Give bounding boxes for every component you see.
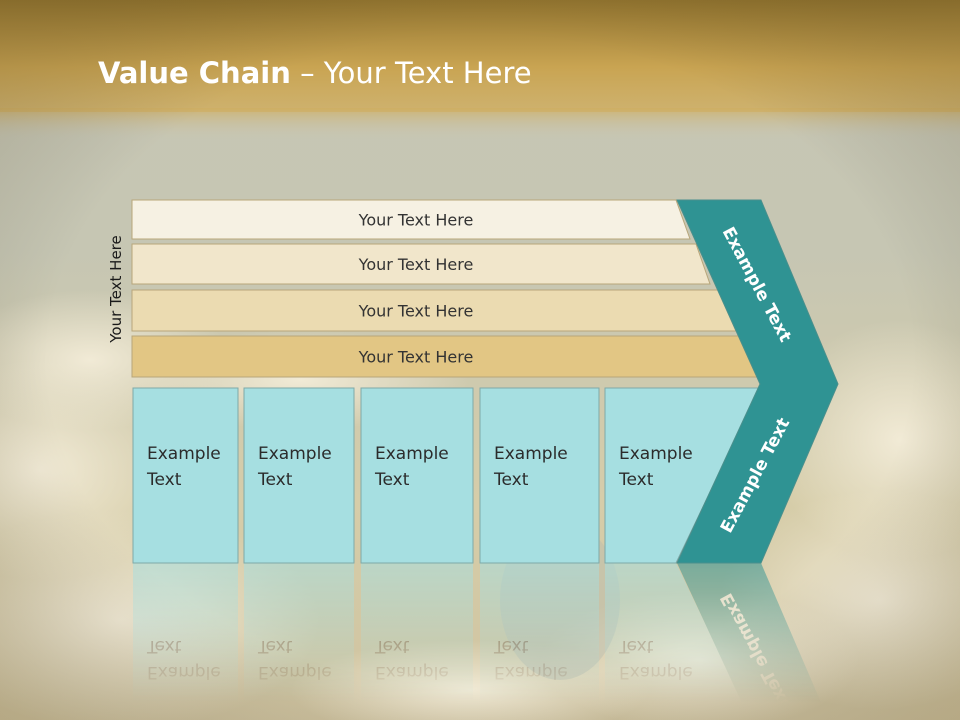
activity-box-5 <box>604 387 761 564</box>
activity-box-reflection-text-3-line2: Text <box>374 636 410 656</box>
activity-box-2-line1: Example <box>258 444 332 464</box>
activity-box-reflection-text-2-line1: Example <box>258 662 332 682</box>
slide-title: Value Chain – Your Text Here <box>98 56 532 90</box>
activity-box-reflection-text-1-line1: Example <box>147 662 221 682</box>
activity-box-1-line2: Text <box>146 470 182 490</box>
activity-box-4-line2: Text <box>493 470 529 490</box>
activity-box-reflection-1 <box>133 563 238 720</box>
activity-box-reflection-text-4-line1: Example <box>494 662 568 682</box>
activity-box-reflection-text-3-line1: Example <box>375 662 449 682</box>
row-bar-2 <box>131 243 711 285</box>
activity-box-1 <box>132 387 239 564</box>
row-label-3: Your Text Here <box>358 302 474 321</box>
activity-box-5-line2: Text <box>618 470 654 490</box>
activity-box-4 <box>479 387 600 564</box>
activity-box-2 <box>243 387 355 564</box>
activity-box-reflection-3 <box>361 563 473 720</box>
activity-box-reflection-text-1-line2: Text <box>146 636 182 656</box>
activity-box-reflection-text-4-line2: Text <box>493 636 529 656</box>
chevron-shape <box>676 199 839 564</box>
activity-box-3 <box>360 387 474 564</box>
chevron-reflection <box>677 563 829 720</box>
activity-box-reflection-text-5-line2: Text <box>618 636 654 656</box>
slide-title-bold: Value Chain <box>98 56 291 90</box>
activity-box-reflection-4 <box>480 563 599 720</box>
activity-box-3-line1: Example <box>375 444 449 464</box>
row-label-2: Your Text Here <box>358 255 474 274</box>
activity-box-4-line1: Example <box>494 444 568 464</box>
activity-box-1-line1: Example <box>147 444 221 464</box>
activity-box-reflection-5 <box>605 563 752 720</box>
slide-title-rest: – Your Text Here <box>290 56 532 90</box>
row-label-1: Your Text Here <box>358 211 474 230</box>
activity-box-reflection-text-5-line1: Example <box>619 662 693 682</box>
activity-box-5-line1: Example <box>619 444 693 464</box>
activity-box-reflection-2 <box>244 563 354 720</box>
activity-box-3-line2: Text <box>374 470 410 490</box>
activity-box-reflection-text-2-line2: Text <box>257 636 293 656</box>
activity-box-2-line2: Text <box>257 470 293 490</box>
row-bar-1 <box>131 199 691 240</box>
row-label-4: Your Text Here <box>358 348 474 367</box>
